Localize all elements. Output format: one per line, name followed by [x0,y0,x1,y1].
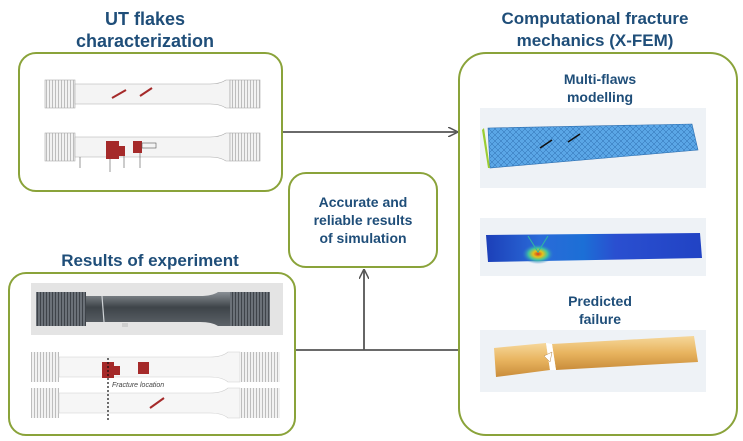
predicted-line2: failure [578,311,621,327]
predicted-line1: Predicted [568,293,632,309]
mesh-model [480,108,706,188]
ut-specimen-2 [44,132,261,172]
connectors [283,132,458,351]
accuracy-line1: Accurate and [318,194,408,210]
ut-flakes-title-line2: characterization [75,31,215,51]
xfem-title: Computational fracture mechanics (X-FEM) [460,8,730,52]
ut-flakes-title-line1: UT flakes [104,9,186,29]
multi-flaws-line1: Multi-flaws [563,71,637,87]
results-experiment-title: Results of experiment [61,251,239,270]
experiment-photo [31,283,283,335]
predicted-failure-subtitle: Predicted failure [520,292,680,328]
accuracy-line3: of simulation [319,230,407,246]
xfem-title-line1: Computational fracture [501,9,689,28]
accuracy-text: Accurate and reliable results of simulat… [292,193,434,247]
accuracy-line2: reliable results [313,212,413,228]
accuracy-box [288,172,438,268]
multi-flaws-line2: modelling [566,89,634,105]
ut-flakes-box [18,52,283,192]
experiment-schematic [31,351,280,420]
ut-flakes-title: UT flakes characterization [40,8,250,52]
xfem-title-line2: mechanics (X-FEM) [516,31,674,50]
failure-model [480,330,706,392]
stress-field [480,218,706,276]
fracture-location-label: Fracture location [112,382,165,389]
multi-flaws-subtitle: Multi-flaws modelling [520,70,680,106]
ut-specimen-1 [44,79,261,109]
